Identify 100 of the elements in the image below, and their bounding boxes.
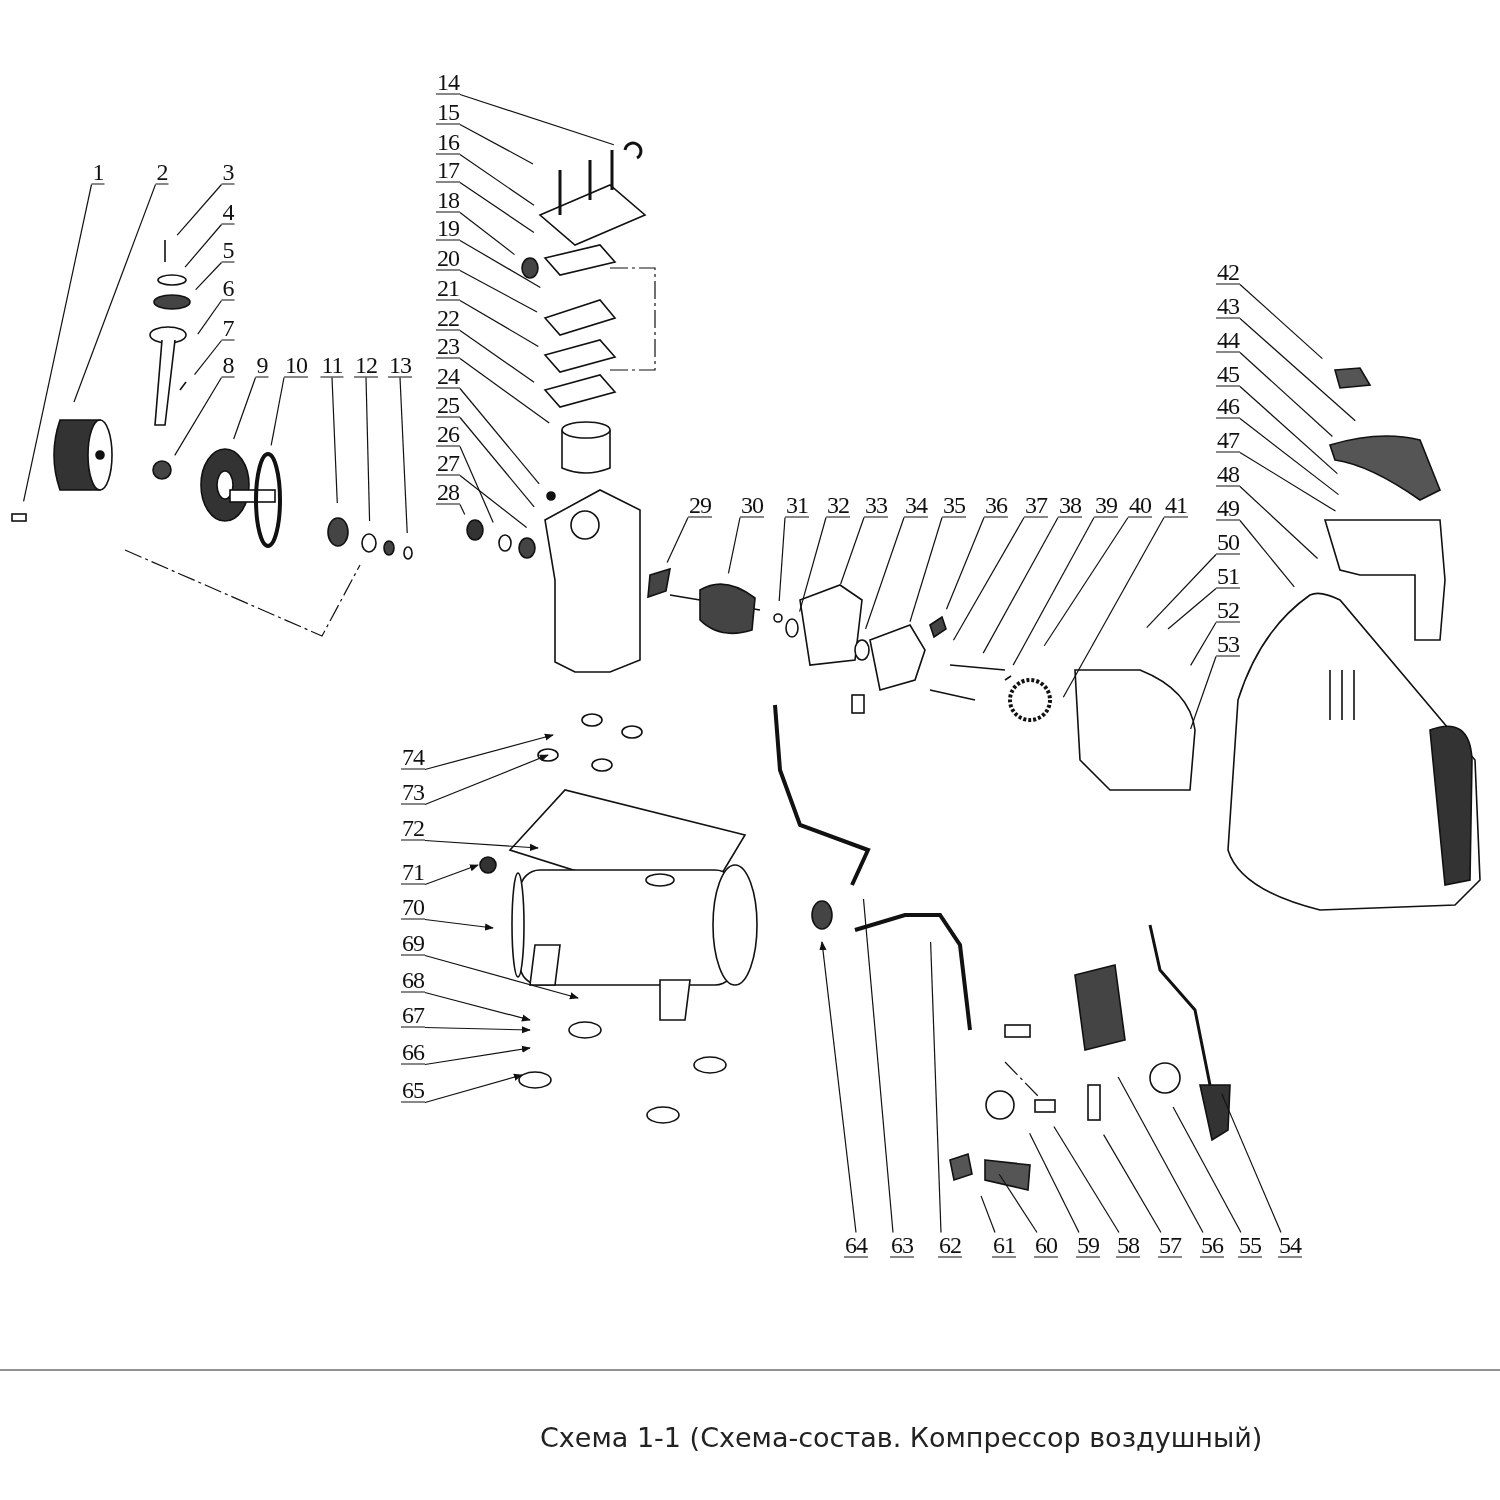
leader-line bbox=[1239, 283, 1323, 360]
callout-number: 14 bbox=[436, 69, 460, 95]
leader-line bbox=[424, 954, 579, 1000]
callout-number: 30 bbox=[740, 492, 764, 518]
callout-number: 21 bbox=[436, 275, 460, 301]
leader-line bbox=[459, 93, 615, 146]
leader-line bbox=[184, 223, 223, 268]
leader-line bbox=[909, 516, 943, 623]
leader-line bbox=[799, 516, 827, 613]
leader-line bbox=[666, 516, 689, 564]
callout-number: 24 bbox=[436, 363, 460, 389]
leader-line bbox=[459, 299, 539, 347]
leader-line bbox=[331, 376, 338, 504]
callout-number: 15 bbox=[436, 99, 460, 125]
leader-line bbox=[1239, 385, 1338, 475]
callout-number: 47 bbox=[1216, 427, 1240, 453]
leader-line bbox=[840, 516, 865, 585]
leader-line bbox=[73, 183, 157, 403]
callout-number: 70 bbox=[401, 894, 425, 920]
leader-line bbox=[930, 941, 942, 1234]
callout-number: 1 bbox=[91, 159, 105, 185]
callout-number: 49 bbox=[1216, 495, 1240, 521]
callout-number: 40 bbox=[1128, 492, 1152, 518]
leader-line bbox=[1103, 1134, 1162, 1234]
leader-line bbox=[365, 376, 371, 522]
callout-number: 34 bbox=[904, 492, 928, 518]
callout-number: 42 bbox=[1216, 259, 1240, 285]
leader-line bbox=[459, 357, 550, 424]
leader-line bbox=[864, 516, 905, 630]
callout-number: 57 bbox=[1158, 1232, 1182, 1258]
callout-number: 31 bbox=[785, 492, 809, 518]
leader-line bbox=[1029, 1132, 1080, 1234]
callout-number: 12 bbox=[354, 352, 378, 378]
callout-number: 17 bbox=[436, 157, 460, 183]
leader-line bbox=[424, 1045, 531, 1066]
leader-line bbox=[945, 516, 985, 610]
leader-line bbox=[459, 445, 494, 523]
callout-number: 62 bbox=[938, 1232, 962, 1258]
callout-number: 73 bbox=[401, 779, 425, 805]
callout-number: 3 bbox=[221, 159, 235, 185]
leader-line bbox=[1167, 587, 1217, 630]
callout-number: 66 bbox=[401, 1039, 425, 1065]
callout-number: 28 bbox=[436, 479, 460, 505]
callout-number: 22 bbox=[436, 305, 460, 331]
leader-line bbox=[176, 183, 223, 236]
callout-number: 54 bbox=[1278, 1232, 1302, 1258]
callout-number: 2 bbox=[155, 159, 169, 185]
leader-line bbox=[1190, 621, 1217, 666]
leader-line bbox=[727, 516, 741, 574]
callout-number: 65 bbox=[401, 1077, 425, 1103]
callout-number: 36 bbox=[984, 492, 1008, 518]
leader-line bbox=[174, 376, 223, 457]
leader-line bbox=[1190, 655, 1217, 730]
callout-number: 5 bbox=[221, 237, 235, 263]
leader-line bbox=[1239, 451, 1337, 512]
leader-line bbox=[1053, 1125, 1120, 1234]
leader-line bbox=[952, 516, 1025, 641]
leader-line bbox=[424, 991, 531, 1022]
callout-number: 61 bbox=[992, 1232, 1016, 1258]
leader-line bbox=[459, 123, 534, 165]
leader-line bbox=[1117, 1076, 1204, 1234]
leader-line bbox=[459, 503, 466, 516]
leader-line bbox=[270, 376, 285, 446]
leader-line bbox=[233, 376, 257, 440]
leader-line bbox=[459, 387, 540, 485]
leader-line bbox=[1221, 1093, 1282, 1234]
leader-line bbox=[459, 181, 535, 234]
callout-number: 8 bbox=[221, 352, 235, 378]
callout-number: 43 bbox=[1216, 293, 1240, 319]
leader-line bbox=[819, 941, 857, 1234]
leader-line bbox=[197, 299, 223, 335]
leader-line bbox=[778, 516, 786, 602]
leader-line bbox=[459, 239, 541, 289]
leader-line bbox=[1239, 351, 1333, 438]
callout-number: 60 bbox=[1034, 1232, 1058, 1258]
callout-number: 64 bbox=[844, 1232, 868, 1258]
callout-number: 35 bbox=[942, 492, 966, 518]
callout-number: 10 bbox=[284, 352, 308, 378]
callout-number: 56 bbox=[1200, 1232, 1224, 1258]
callout-number: 37 bbox=[1024, 492, 1048, 518]
leader-line bbox=[195, 261, 223, 291]
callout-number: 46 bbox=[1216, 393, 1240, 419]
leader-line bbox=[399, 376, 408, 534]
callout-number: 69 bbox=[401, 930, 425, 956]
leader-line bbox=[424, 1026, 531, 1034]
leader-line bbox=[1239, 417, 1340, 496]
callout-number: 44 bbox=[1216, 327, 1240, 353]
callout-number: 4 bbox=[221, 199, 235, 225]
leader-line bbox=[424, 864, 479, 886]
callout-number: 48 bbox=[1216, 461, 1240, 487]
leader-line bbox=[22, 183, 93, 502]
leader-line bbox=[459, 211, 516, 256]
callout-number: 58 bbox=[1116, 1232, 1140, 1258]
callout-number: 59 bbox=[1076, 1232, 1100, 1258]
callout-number: 16 bbox=[436, 129, 460, 155]
callout-number: 6 bbox=[221, 275, 235, 301]
callout-number: 63 bbox=[890, 1232, 914, 1258]
callout-number: 20 bbox=[436, 245, 460, 271]
callout-number: 55 bbox=[1238, 1232, 1262, 1258]
leader-line bbox=[1043, 516, 1129, 647]
